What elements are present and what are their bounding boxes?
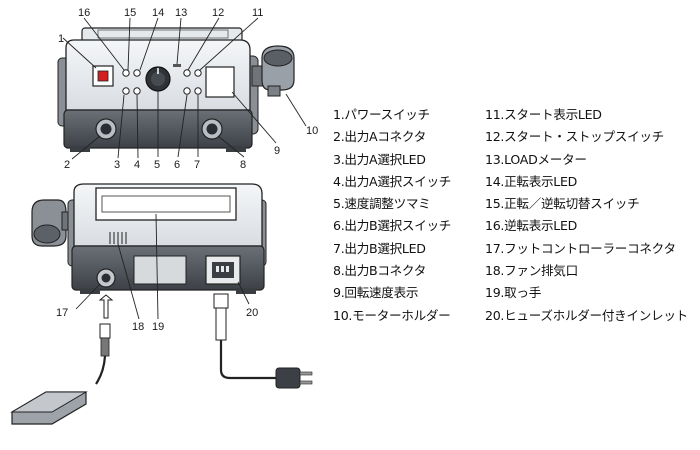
callout: 3: [114, 159, 120, 171]
callout: 17: [56, 307, 68, 319]
legend-item: 1.パワースイッチ: [333, 107, 430, 122]
callout: 1: [58, 33, 64, 45]
legend-item: 11.スタート表示LED: [485, 107, 602, 122]
legend-item: 18.ファン排気口: [485, 263, 578, 279]
legend-item: 6.出力B選択スイッチ: [333, 218, 452, 234]
callout: 6: [174, 159, 180, 171]
callout: 13: [175, 7, 187, 19]
back-motor-holder: [31, 199, 75, 247]
parts-legend: 1.パワースイッチ 2.出力Aコネクタ 3.出力A選択LED 4.出力A選択スイ…: [333, 104, 700, 334]
legend-column-right: 11.スタート表示LED 12.スタート・ストップスイッチ 13.LOADメータ…: [485, 104, 700, 327]
front-callouts: 1 2 3 4 5 6 7 8 9 10 11 12 13 14 15 16: [58, 7, 318, 171]
legend-item: 14.正転表示LED: [485, 173, 578, 189]
legend-item: 2.出力Aコネクタ: [333, 129, 426, 145]
front-leader-lines: [62, 17, 307, 160]
legend-item: 8.出力Bコネクタ: [333, 263, 427, 279]
legend-item: 17.フットコントローラーコネクタ: [485, 240, 676, 256]
callout: 9: [274, 145, 280, 157]
callout: 15: [124, 7, 136, 19]
back-leader-lines: [75, 213, 250, 320]
callout: 5: [154, 159, 160, 171]
legend-item: 7.出力B選択LED: [333, 240, 426, 256]
callout: 4: [134, 159, 140, 171]
legend-item: 9.回転速度表示: [333, 285, 419, 301]
callout: 12: [212, 7, 224, 19]
callout: 11: [252, 7, 263, 19]
callout: 18: [132, 321, 144, 333]
back-callouts: 17 18 19 20: [56, 307, 258, 333]
legend-item: 15.正転／逆転切替スイッチ: [485, 196, 640, 212]
speed-display: [205, 66, 235, 98]
callout: 2: [64, 159, 70, 171]
legend-item: 13.LOADメーター: [485, 151, 587, 167]
callout: 8: [240, 159, 246, 171]
callout: 19: [152, 321, 164, 333]
legend-item: 10.モーターホルダー: [333, 307, 451, 323]
callout: 10: [306, 125, 318, 137]
front-view: [57, 27, 295, 152]
legend-item: 4.出力A選択スイッチ: [333, 173, 452, 189]
fan-vent: [109, 232, 127, 244]
callout: 14: [152, 7, 164, 19]
motor-holder: [251, 45, 295, 97]
callout: 7: [194, 159, 200, 171]
back-view: [31, 183, 267, 294]
legend-item: 16.逆転表示LED: [485, 218, 578, 234]
legend-item: 20.ヒューズホルダー付きインレット: [485, 307, 688, 323]
callout: 16: [78, 7, 90, 19]
legend-item: 5.速度調整ツマミ: [333, 196, 431, 212]
foot-controller: [10, 294, 114, 425]
handle: [95, 187, 237, 221]
legend-column-left: 1.パワースイッチ 2.出力Aコネクタ 3.出力A選択LED 4.出力A選択スイ…: [333, 104, 483, 327]
legend-item: 3.出力A選択LED: [333, 151, 426, 167]
power-cord: [213, 293, 313, 389]
legend-item: 19.取っ手: [485, 285, 542, 301]
legend-item: 12.スタート・ストップスイッチ: [485, 129, 664, 145]
callout: 20: [246, 307, 258, 319]
